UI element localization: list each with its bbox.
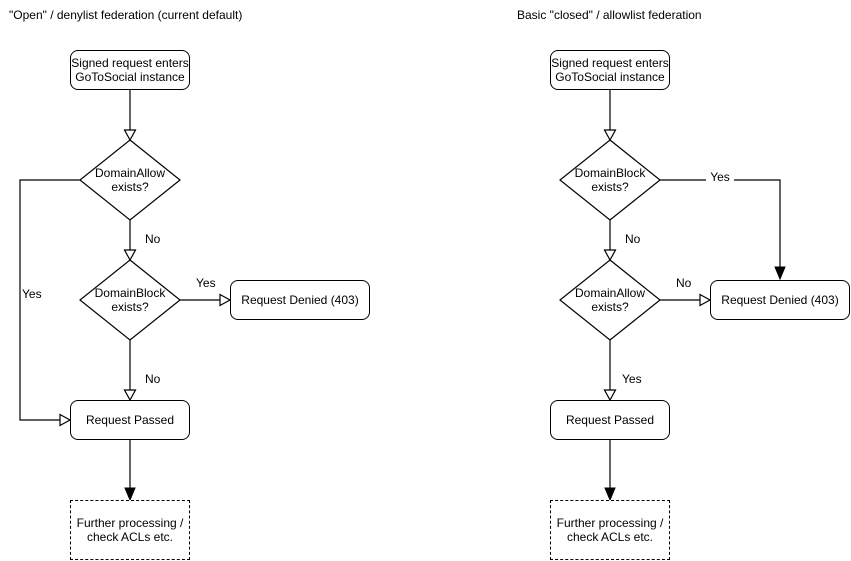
node-right-decision1-label: DomainBlock exists? xyxy=(574,166,646,194)
edge-right-start-to-decision1 xyxy=(603,90,617,142)
node-left-request-denied: Request Denied (403) xyxy=(230,280,370,320)
edge-right-decision1-no-to-decision2 xyxy=(603,220,617,262)
decision-diamond-right-domainallow xyxy=(559,259,661,341)
edge-label-left-decision1-yes: Yes xyxy=(22,287,42,301)
edge-left-decision1-yes-to-passed xyxy=(19,179,80,427)
chart-title-right: Basic "closed" / allowlist federation xyxy=(517,8,702,22)
decision-diamond-right-domainblock xyxy=(559,139,661,221)
edge-label-right-decision1-yes: Yes xyxy=(706,171,734,184)
node-right-start: Signed request enters GoToSocial instanc… xyxy=(550,50,670,90)
node-right-further-processing: Further processing / check ACLs etc. xyxy=(550,500,670,560)
edge-label-right-decision2-no: No xyxy=(676,276,692,290)
node-right-request-passed: Request Passed xyxy=(550,400,670,440)
node-left-request-passed: Request Passed xyxy=(70,400,190,440)
edge-right-decision2-no-to-denied xyxy=(660,293,712,307)
edge-label-left-decision2-yes: Yes xyxy=(196,276,216,290)
node-right-decision2-label: DomainAllow exists? xyxy=(574,286,646,314)
edge-label-left-decision1-no: No xyxy=(145,232,161,246)
edge-left-start-to-decision1 xyxy=(123,90,137,142)
edge-left-decision1-no-to-decision2 xyxy=(123,220,137,262)
node-left-further-processing: Further processing / check ACLs etc. xyxy=(70,500,190,560)
chart-title-left: "Open" / denylist federation (current de… xyxy=(9,8,243,22)
edge-right-decision2-yes-to-passed xyxy=(603,340,617,402)
decision-diamond-left-domainallow xyxy=(79,139,181,221)
edge-right-passed-to-further xyxy=(604,440,616,502)
edge-left-decision2-no-to-passed xyxy=(123,340,137,402)
edge-label-right-decision1-no: No xyxy=(625,232,641,246)
node-left-start: Signed request enters GoToSocial instanc… xyxy=(70,50,190,90)
edge-label-left-decision2-no: No xyxy=(145,372,161,386)
node-left-decision1-label: DomainAllow exists? xyxy=(94,166,166,194)
node-left-decision2-label: DomainBlock exists? xyxy=(94,286,166,314)
edge-label-right-decision2-yes: Yes xyxy=(622,372,642,386)
decision-diamond-left-domainblock xyxy=(79,259,181,341)
edge-left-decision2-yes-to-denied xyxy=(180,293,232,307)
edge-left-passed-to-further xyxy=(124,440,136,502)
edge-right-decision1-yes-to-denied xyxy=(660,179,786,281)
node-right-request-denied: Request Denied (403) xyxy=(710,280,850,320)
